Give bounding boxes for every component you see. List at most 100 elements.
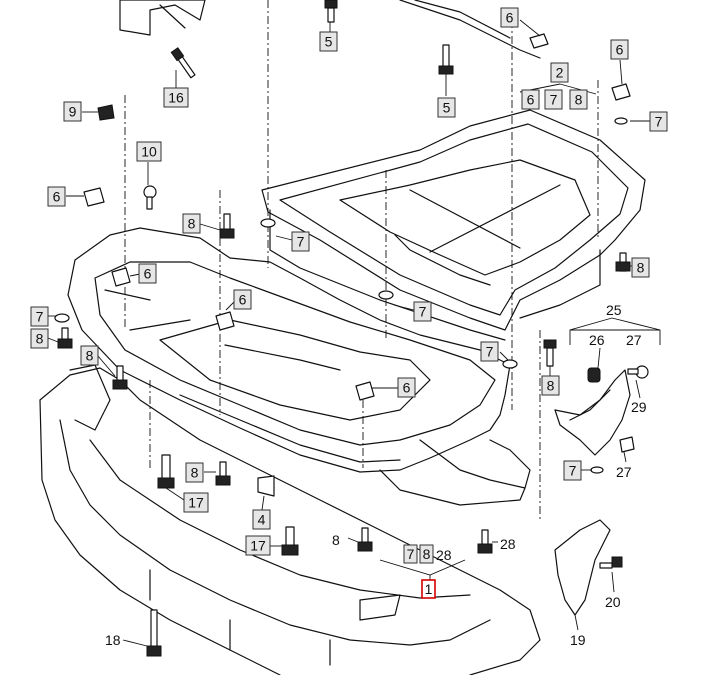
svg-text:6: 6 <box>144 266 152 282</box>
washer-icon <box>614 117 628 125</box>
label-27: 27 <box>616 464 632 480</box>
callout-7[interactable]: 7 <box>480 341 499 362</box>
top-rail <box>399 0 541 59</box>
callout-10[interactable]: 10 <box>136 141 162 162</box>
callout-8[interactable]: 8 <box>30 328 49 349</box>
svg-text:5: 5 <box>443 100 451 116</box>
clip-icon <box>257 475 275 497</box>
clip-icon <box>619 436 635 453</box>
assembly-axes <box>124 0 599 520</box>
callout-2[interactable]: 2 <box>550 62 569 83</box>
callout-7[interactable]: 7 <box>291 231 310 252</box>
callout-16[interactable]: 16 <box>163 87 189 108</box>
callout-8[interactable]: 8 <box>541 375 560 396</box>
callout-6[interactable]: 6 <box>138 263 157 284</box>
bolt-icon <box>438 44 454 75</box>
callout-8[interactable]: 8 <box>182 213 201 234</box>
callout-7[interactable]: 7 <box>544 89 563 110</box>
grommet-icon <box>587 367 601 383</box>
bolt-icon <box>157 454 175 489</box>
washer-icon <box>590 466 604 474</box>
callout-7[interactable]: 7 <box>649 111 668 132</box>
fasteners <box>54 0 649 657</box>
clip-icon <box>611 83 631 101</box>
svg-text:17: 17 <box>188 495 204 511</box>
callout-1-highlighted[interactable]: 1 <box>421 579 436 599</box>
main-shield <box>67 227 531 506</box>
svg-text:1: 1 <box>425 581 433 597</box>
svg-text:6: 6 <box>239 292 247 308</box>
washer-icon <box>260 218 276 228</box>
upper-shield <box>261 109 646 341</box>
bolt-icon <box>281 526 299 556</box>
clip-icon <box>83 187 105 207</box>
svg-text:7: 7 <box>486 344 494 360</box>
screw-icon <box>599 556 623 569</box>
svg-text:6: 6 <box>527 92 535 108</box>
bolt-icon <box>219 213 235 239</box>
callout-8[interactable]: 8 <box>631 257 650 278</box>
svg-text:8: 8 <box>36 331 44 347</box>
clip-icon <box>215 311 235 331</box>
side-bracket <box>554 369 631 456</box>
callout-17[interactable]: 17 <box>183 492 209 513</box>
svg-text:6: 6 <box>403 380 411 396</box>
callout-6[interactable]: 6 <box>521 89 540 110</box>
callout-8[interactable]: 8 <box>569 89 588 110</box>
lower-side-bracket <box>554 519 611 616</box>
bolt-icon <box>324 0 338 23</box>
callout-7[interactable]: 7 <box>563 460 582 481</box>
leader-lines <box>47 19 661 647</box>
callout-5[interactable]: 5 <box>319 31 338 52</box>
clip-icon <box>97 104 115 121</box>
svg-text:7: 7 <box>569 463 577 479</box>
svg-text:10: 10 <box>141 144 157 160</box>
callout-7[interactable]: 7 <box>413 301 432 322</box>
svg-text:8: 8 <box>547 378 555 394</box>
callout-6[interactable]: 6 <box>47 186 66 207</box>
callout-6[interactable]: 6 <box>610 39 629 60</box>
callout-5[interactable]: 5 <box>437 97 456 118</box>
svg-text:6: 6 <box>506 10 514 26</box>
svg-text:7: 7 <box>419 304 427 320</box>
bolt-icon <box>146 609 162 657</box>
bolt-icon <box>170 47 196 79</box>
label-28: 28 <box>500 536 516 552</box>
callout-6[interactable]: 6 <box>233 289 252 310</box>
svg-text:5: 5 <box>325 34 333 50</box>
svg-text:8: 8 <box>86 348 94 364</box>
svg-text:17: 17 <box>250 538 266 554</box>
clip-icon <box>355 381 375 401</box>
svg-text:6: 6 <box>616 42 624 58</box>
svg-text:8: 8 <box>188 216 196 232</box>
label-29: 29 <box>631 399 647 415</box>
svg-text:16: 16 <box>168 90 184 106</box>
svg-text:8: 8 <box>191 465 199 481</box>
bumper-cover <box>39 364 541 675</box>
svg-text:7: 7 <box>550 92 558 108</box>
clip-icon <box>111 267 131 287</box>
svg-text:6: 6 <box>53 189 61 205</box>
washer-icon <box>502 359 518 369</box>
callout-7[interactable]: 7 <box>403 544 418 564</box>
callout-6[interactable]: 6 <box>397 377 416 398</box>
screw-icon <box>627 365 649 379</box>
bolt-icon <box>112 365 128 390</box>
callout-17[interactable]: 17 <box>245 535 271 556</box>
clip-icon <box>529 33 549 49</box>
top-left-bracket <box>119 0 206 36</box>
svg-text:8: 8 <box>637 260 645 276</box>
svg-text:7: 7 <box>407 546 415 562</box>
callout-9[interactable]: 9 <box>63 101 82 122</box>
bolt-icon <box>477 529 493 554</box>
label-28: 28 <box>436 547 452 563</box>
svg-text:7: 7 <box>36 309 44 325</box>
label-27: 27 <box>626 332 642 348</box>
callout-8[interactable]: 8 <box>185 462 204 483</box>
callout-4[interactable]: 4 <box>252 509 271 530</box>
callout-7[interactable]: 7 <box>30 306 49 327</box>
callout-8[interactable]: 8 <box>80 345 99 366</box>
callout-6[interactable]: 6 <box>500 7 519 28</box>
callout-8[interactable]: 8 <box>419 544 434 564</box>
svg-text:7: 7 <box>297 234 305 250</box>
